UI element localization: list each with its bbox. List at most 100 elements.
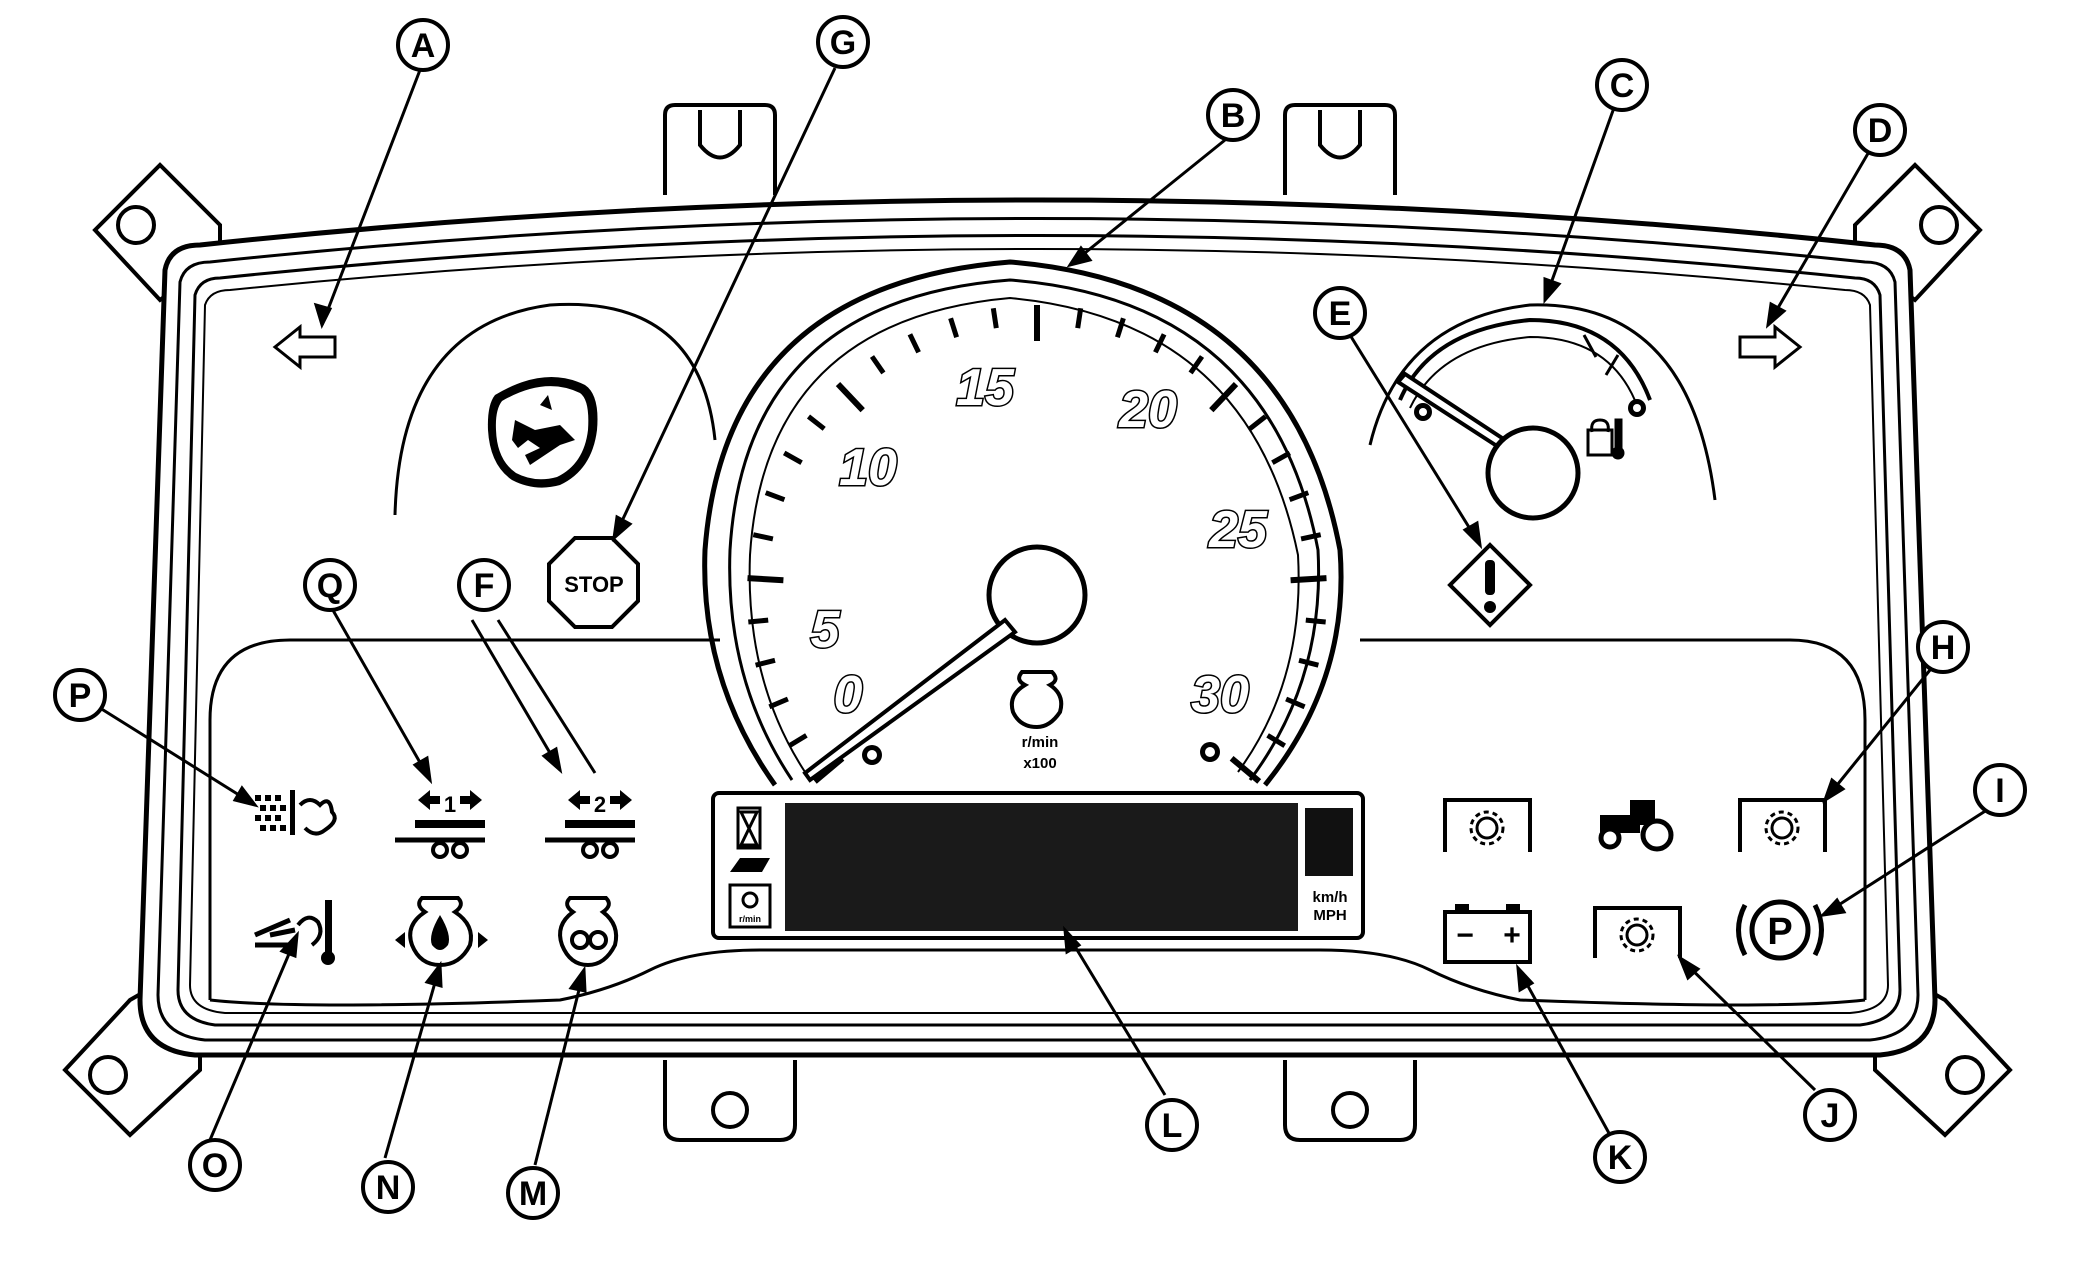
tach-tick: [747, 575, 784, 584]
tach-tick: [1271, 450, 1292, 465]
tach-tick: [1188, 355, 1205, 375]
tach-tick: [748, 617, 769, 625]
callout-d: D: [1853, 103, 1907, 157]
callout-l: L: [1145, 1098, 1199, 1152]
tach-tick: [1300, 532, 1322, 542]
tach-label-20: 20: [1118, 381, 1177, 439]
pto-speed-icon: r/min: [728, 883, 772, 929]
svg-text:J: J: [1821, 1097, 1840, 1135]
stop-indicator: STOP: [547, 536, 640, 629]
tach-label-0: 0: [834, 666, 863, 724]
callout-leaders: [99, 67, 1991, 1166]
tach-tick: [1153, 333, 1167, 354]
trailer-2-indicator: 2: [545, 790, 635, 859]
callout-k: K: [1593, 1130, 1647, 1184]
callout-g: G: [816, 15, 870, 69]
svg-text:I: I: [1995, 772, 2004, 810]
trailer-2-label: 2: [594, 792, 606, 817]
tach-tick: [788, 733, 808, 748]
battery-plus-label: +: [1503, 919, 1521, 952]
tach-label-30: 30: [1191, 666, 1249, 724]
svg-text:F: F: [474, 567, 495, 605]
svg-text:G: G: [830, 24, 856, 62]
tach-tick: [907, 333, 921, 354]
left-panel-arc: [393, 302, 717, 516]
tractor-icon: [1598, 800, 1674, 852]
air-filter-indicator: [255, 790, 337, 836]
callout-e: E: [1313, 286, 1367, 340]
tach-tick: [1266, 733, 1286, 748]
callout-j: J: [1803, 1088, 1857, 1142]
warning-indicator: [1447, 542, 1533, 628]
trailer-1-indicator: 1: [395, 790, 485, 859]
glow-plug-indicator: [558, 896, 619, 968]
tach-tick: [1298, 657, 1320, 668]
tach-tick: [990, 307, 999, 329]
tach-tick: [948, 317, 959, 339]
tachometer-scale-labels: 0 5 10 15 20 25 30: [809, 358, 1269, 726]
tachometer-hub: [986, 544, 1088, 646]
tach-tick: [764, 490, 786, 503]
stop-label: STOP: [564, 572, 624, 597]
trailer-1-label: 1: [444, 792, 456, 817]
callout-p: P: [53, 668, 107, 722]
transmission-indicator-left: [1443, 798, 1532, 852]
transmission-indicator-lower: [1593, 906, 1682, 958]
tach-tick: [754, 657, 776, 668]
callout-h: H: [1916, 620, 1970, 674]
svg-text:N: N: [376, 1169, 401, 1207]
coolant-hub: [1485, 425, 1581, 521]
tachometer: 0 5 10 15 20 25 30 r/min x100: [702, 259, 1344, 787]
svg-text:B: B: [1221, 97, 1246, 135]
tach-label-10: 10: [839, 439, 897, 497]
tach-label-15: 15: [956, 359, 1015, 417]
tach-tick: [1290, 575, 1327, 584]
callout-c: C: [1595, 58, 1649, 112]
tach-label-5: 5: [811, 601, 841, 659]
svg-text:C: C: [1610, 67, 1635, 105]
svg-text:A: A: [411, 27, 436, 65]
svg-text:K: K: [1608, 1139, 1633, 1177]
battery-minus-label: −: [1456, 919, 1474, 952]
tach-tick: [782, 450, 803, 465]
lcd-display: km/h MPH r/min: [711, 791, 1365, 940]
callout-m: M: [506, 1166, 560, 1220]
svg-text:P: P: [69, 677, 92, 715]
park-brake-indicator: P: [1736, 899, 1824, 961]
tach-unit-x100: x100: [1023, 755, 1056, 772]
left-turn-indicator: [272, 323, 337, 371]
coolant-temperature-gauge: [1368, 303, 1717, 521]
tach-tick: [1248, 414, 1268, 431]
right-turn-indicator: [1738, 323, 1803, 371]
callouts: A B C D E F G H I J K L M N O P Q: [53, 15, 2027, 1220]
callout-q: Q: [303, 558, 357, 612]
svg-text:H: H: [1931, 629, 1956, 667]
tach-tick: [1075, 307, 1084, 329]
tach-tick: [835, 382, 865, 413]
battery-indicator: − +: [1443, 904, 1532, 964]
tach-tick: [768, 696, 789, 710]
lcd-unit-block: [1305, 808, 1353, 876]
air-filter-temp-indicator: [254, 900, 335, 965]
tach-tick: [1209, 382, 1239, 413]
callout-o: O: [188, 1138, 242, 1192]
tach-tick: [806, 414, 826, 431]
tach-unit-rmin: r/min: [1022, 734, 1059, 751]
pto-speed-label: r/min: [739, 914, 761, 924]
svg-text:Q: Q: [317, 567, 343, 605]
callout-f: F: [457, 558, 511, 612]
transmission-indicator-right: [1738, 798, 1827, 852]
tach-tick: [869, 355, 886, 375]
callout-b: B: [1206, 88, 1260, 142]
oil-pressure-indicator: [395, 896, 488, 968]
svg-text:D: D: [1868, 112, 1893, 150]
lcd-unit-kmh: km/h: [1312, 889, 1347, 906]
lcd-dot-matrix: [785, 803, 1298, 931]
tach-tick: [1229, 755, 1262, 784]
john-deere-logo: [487, 377, 598, 488]
tachometer-needle: [802, 617, 1018, 783]
tachometer-tick-marks: [747, 305, 1327, 784]
callout-i: I: [1973, 763, 2027, 817]
